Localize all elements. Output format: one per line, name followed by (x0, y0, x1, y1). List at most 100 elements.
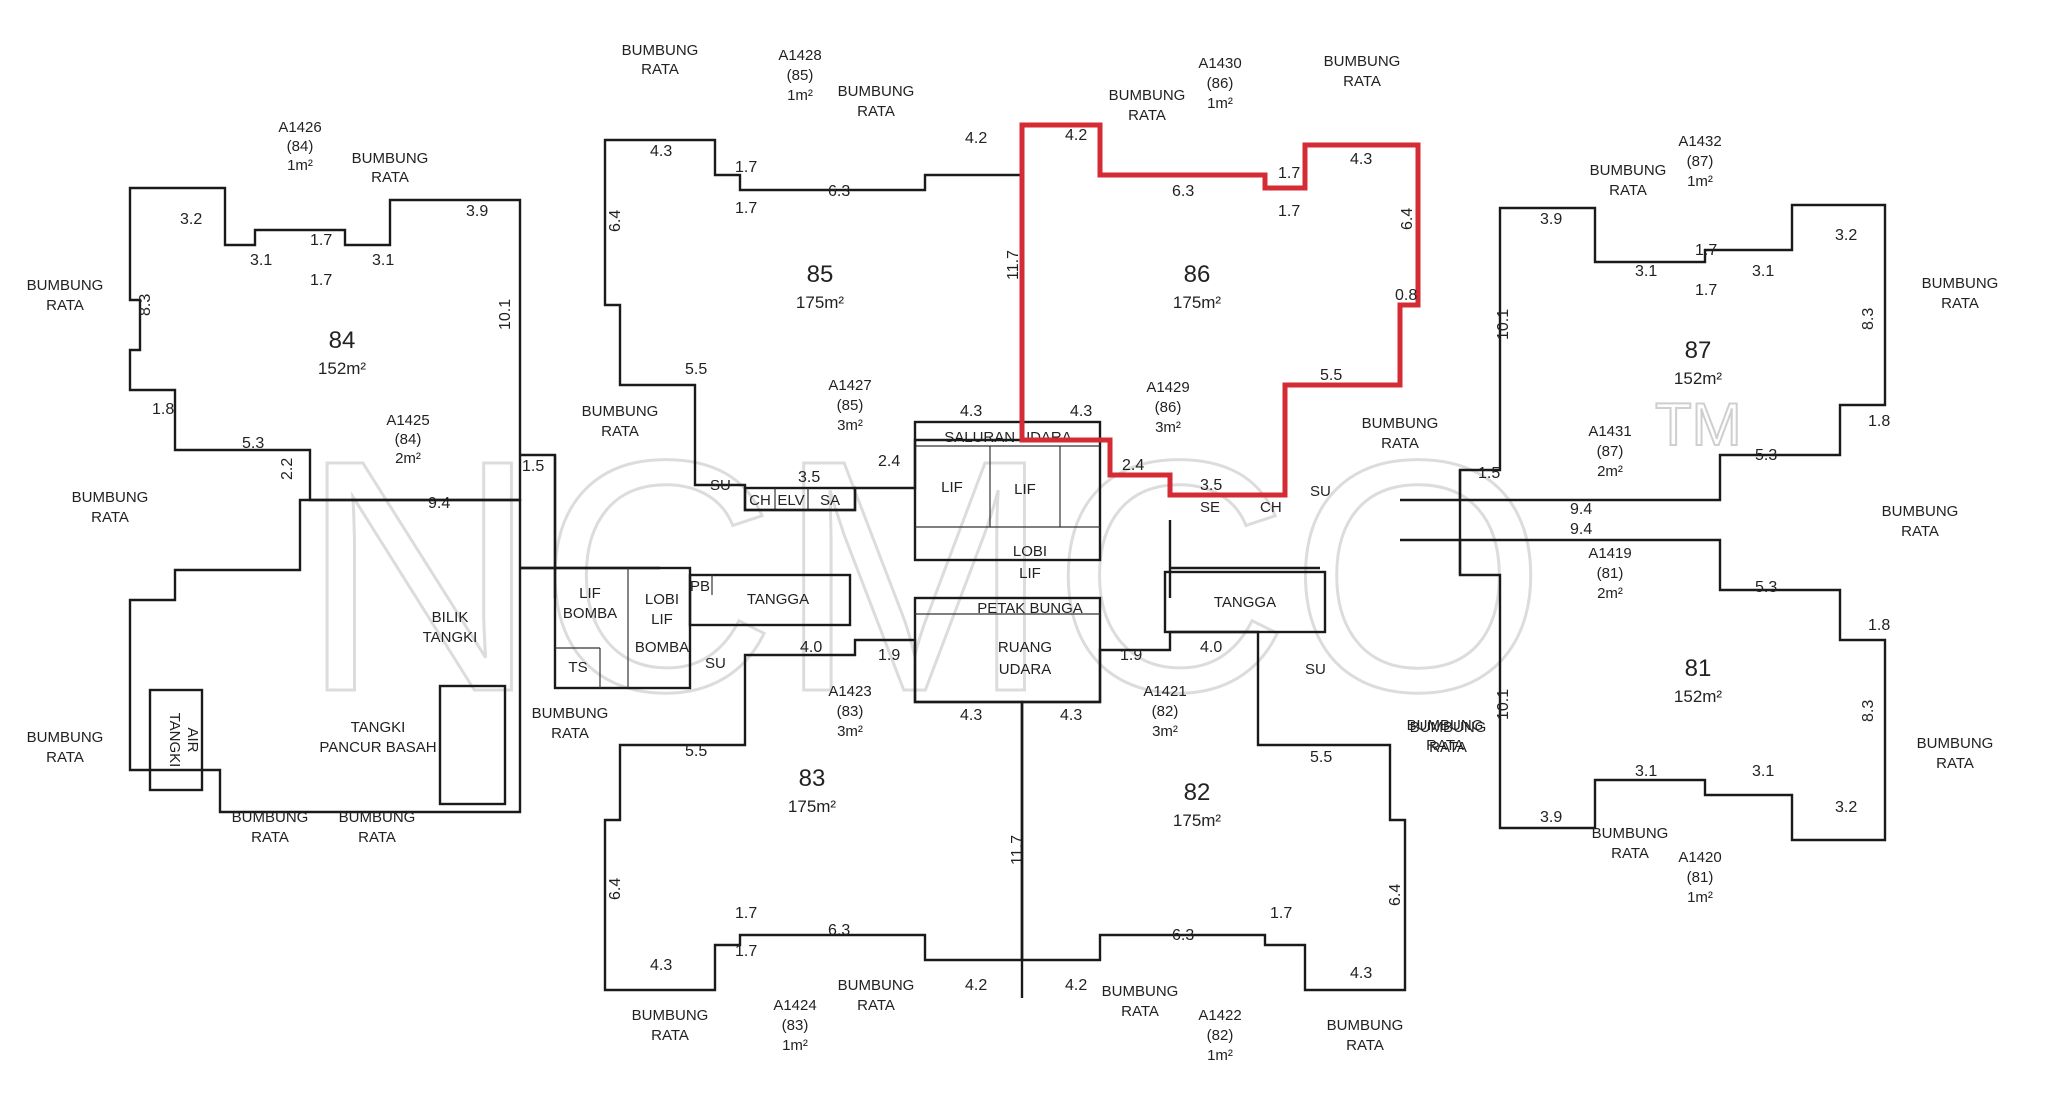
dim: 5.3 (242, 435, 264, 452)
flat-roof: RATA (1426, 737, 1464, 754)
dim: 1.7 (1270, 905, 1292, 922)
flat-roof: BUMBUNG (352, 150, 429, 167)
dim: 6.3 (828, 183, 850, 200)
dim: 4.0 (800, 639, 822, 656)
dim: 10.1 (497, 299, 514, 330)
unit-84: 84 152m² 3.2 3.9 3.1 3.1 1.7 1.7 8.3 10.… (27, 119, 545, 526)
flat-roof: BUMBUNG (1922, 275, 1999, 292)
dim: 0.8 (1395, 287, 1417, 304)
sprinkler-label-2: PANCUR BASAH (319, 739, 436, 756)
dim: 3.5 (1200, 477, 1222, 494)
dim: 3.9 (1540, 809, 1562, 826)
parcel-area: 1m² (1207, 1047, 1233, 1064)
dim: 8.3 (1860, 700, 1877, 722)
parcel-code: A1431 (1588, 423, 1631, 440)
parcel-code: A1429 (1146, 379, 1189, 396)
unit-86: 86 175m² 4.2 6.3 4.3 1.7 1.7 6.4 0.8 5.5… (1019, 53, 1439, 516)
dim: 10.1 (1495, 689, 1512, 720)
parcel-code: A1424 (773, 997, 816, 1014)
dim: 4.3 (1070, 403, 1092, 420)
parcel-area: 3m² (1155, 419, 1181, 436)
lift-lobby-label-1: LOBI (1013, 543, 1047, 560)
stairs-label-left: TANGGA (747, 591, 809, 608)
dim: 1.7 (310, 272, 332, 289)
dim: 9.4 (1570, 501, 1592, 518)
su-label: SU (705, 655, 726, 672)
dim: 3.1 (1752, 263, 1774, 280)
flat-roof: RATA (551, 725, 589, 742)
parcel-code: A1430 (1198, 55, 1241, 72)
flat-roof: BUMBUNG (532, 705, 609, 722)
unit-82-number: 82 (1184, 779, 1211, 806)
watermark-tm: TM (1655, 391, 1742, 458)
dim: 1.7 (735, 200, 757, 217)
ch-label-2: CH (1260, 499, 1282, 516)
ch-label-1: CH (749, 492, 771, 509)
dim: 1.5 (1478, 465, 1500, 482)
parcel-code: A1425 (386, 412, 429, 429)
water-tank-label-2: AIR (184, 727, 201, 752)
dim: 5.5 (685, 743, 707, 760)
flat-roof: BUMBUNG (838, 977, 915, 994)
dim: 5.5 (1310, 749, 1332, 766)
unit-81-number: 81 (1685, 655, 1712, 682)
air-space-label-1: RUANG (998, 639, 1052, 656)
parcel-code: A1427 (828, 377, 871, 394)
unit-85: 85 175m² 4.3 6.3 4.2 1.7 1.7 6.4 11.7 5.… (582, 42, 1024, 512)
unit-86-number: 86 (1184, 261, 1211, 288)
flat-roof: BUMBUNG (1917, 735, 1994, 752)
fire-lift-label-1: LIF (579, 585, 601, 602)
flat-roof: BUMBUNG (1407, 717, 1484, 734)
dim: 6.3 (1172, 183, 1194, 200)
parcel-unit: (84) (395, 431, 422, 448)
dim: 1.7 (1278, 165, 1300, 182)
flower-bed-label: PETAK BUNGA (977, 600, 1083, 617)
unit-81: 81 152m² 9.4 5.3 1.8 10.1 8.3 3.9 3.2 3.… (1410, 521, 1994, 906)
tank-room-label-2: TANGKI (423, 629, 478, 646)
dim: 1.5 (522, 458, 544, 475)
watermark-text: NCMCO (300, 391, 1547, 760)
sa-label: SA (820, 492, 840, 509)
lift-block (913, 420, 1102, 562)
unit-82: 82 175m² 4.3 1.9 4.0 5.5 6.4 4.3 6.3 4.2… (1020, 630, 1484, 1064)
unit-83-outline (603, 638, 1024, 992)
flat-roof: RATA (651, 1027, 689, 1044)
dim: 8.3 (137, 294, 154, 316)
fire-lift-block (553, 566, 692, 690)
flat-roof: RATA (1346, 1037, 1384, 1054)
parcel-code: A1423 (828, 683, 871, 700)
parcel-code: A1422 (1198, 1007, 1241, 1024)
pb-label: PB (690, 578, 710, 595)
flat-roof: RATA (857, 997, 895, 1014)
unit-85-number: 85 (807, 261, 834, 288)
dim: 3.1 (250, 252, 272, 269)
parcel-area: 1m² (1207, 95, 1233, 112)
unit-84-area: 152m² (318, 359, 367, 378)
dim: 4.3 (650, 957, 672, 974)
flat-roof: RATA (371, 169, 409, 186)
flat-roof: RATA (641, 61, 679, 78)
unit-85-area: 175m² (796, 293, 845, 312)
dim: 6.4 (607, 878, 624, 900)
parcel-area: 2m² (1597, 585, 1623, 602)
parcel-unit: (85) (787, 67, 814, 84)
parcel-area: 2m² (395, 450, 421, 467)
dim: 1.7 (1278, 203, 1300, 220)
flat-roof: BUMBUNG (1327, 1017, 1404, 1034)
flat-roof: BUMBUNG (1362, 415, 1439, 432)
su-label: SU (1305, 661, 1326, 678)
elv-label: ELV (777, 492, 804, 509)
parcel-area: 1m² (782, 1037, 808, 1054)
dim: 5.3 (1755, 579, 1777, 596)
sprinkler-tank (438, 684, 507, 806)
flat-roof: BUMBUNG (1102, 983, 1179, 1000)
parcel-unit: (82) (1207, 1027, 1234, 1044)
dim: 5.5 (1320, 367, 1342, 384)
parcel-unit: (83) (837, 703, 864, 720)
dim: 2.4 (1122, 457, 1144, 474)
dim: 4.3 (1060, 707, 1082, 724)
flat-roof: RATA (1128, 107, 1166, 124)
unit-81-outline (1458, 538, 1887, 842)
dim: 4.3 (1350, 151, 1372, 168)
unit-82-outline (1020, 630, 1407, 992)
